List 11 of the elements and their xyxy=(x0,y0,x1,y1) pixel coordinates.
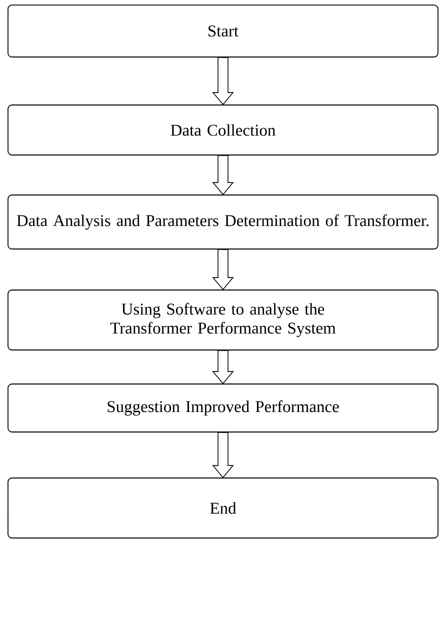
block-arrow xyxy=(212,432,234,478)
process-box: Data Collection xyxy=(8,104,438,156)
block-arrow xyxy=(212,249,234,290)
block-arrow xyxy=(212,155,234,196)
process-box: Data Analysis and Parameters Determination of Transformer. xyxy=(8,194,438,250)
process-box: Start xyxy=(8,4,438,58)
block-arrow xyxy=(212,350,234,384)
block-arrow xyxy=(212,57,234,106)
process-box: Using Software to analyse the Transformer Performance System xyxy=(8,290,438,350)
process-box: End xyxy=(8,478,438,538)
process-box: Suggestion Improved Performance xyxy=(8,384,438,432)
